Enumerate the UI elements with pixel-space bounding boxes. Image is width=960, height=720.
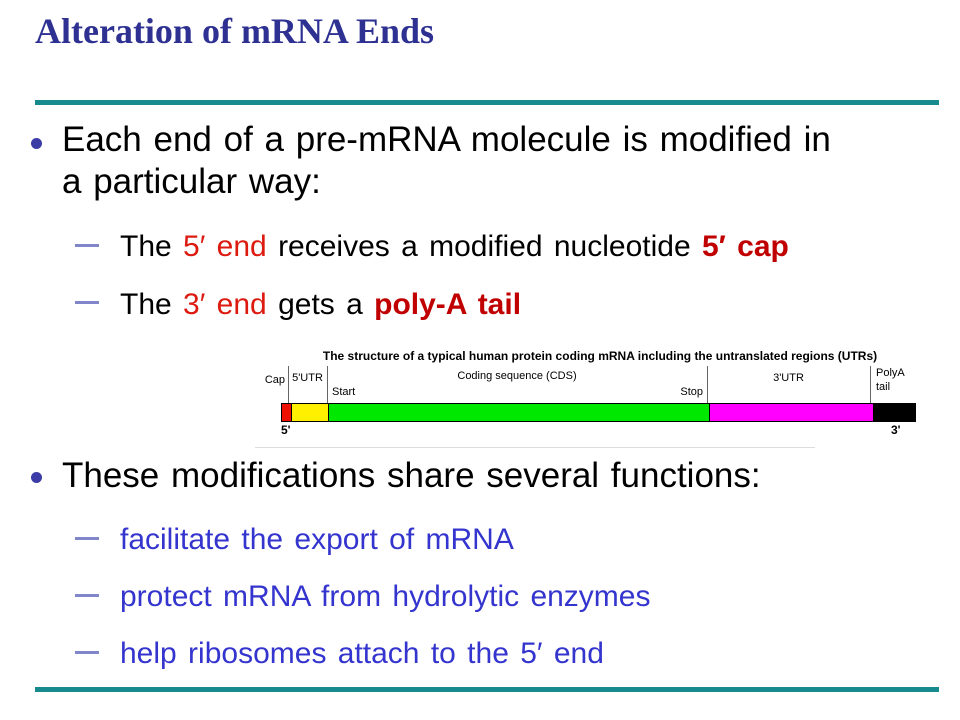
dash-bullet-icon: [75, 537, 99, 540]
label-utr3: 3'UTR: [773, 372, 804, 384]
sub2-seg1: The: [120, 288, 184, 321]
figure-bottom-edge: [255, 447, 815, 448]
label-start: Start: [332, 386, 356, 398]
sub1-seg4-5prime-cap: 5′ cap: [701, 230, 789, 263]
sub1-seg1: The: [120, 230, 184, 263]
boundary-line-polya: [870, 366, 871, 403]
mrna-segment-utr3: [709, 404, 873, 421]
bullet-modifications: These modifications share several functi…: [62, 456, 761, 495]
sub-bullet-5-cap: The 5′ end receives a modified nucleotid…: [120, 229, 960, 265]
label-5prime-end: 5': [281, 423, 291, 437]
label-utr5: 5'UTR: [292, 372, 323, 384]
top-rule-divider: [35, 100, 939, 105]
dash-bullet-icon: [75, 301, 99, 304]
slide-title: Alteration of mRNA Ends: [35, 11, 435, 51]
mrna-bar: [281, 403, 916, 422]
dash-bullet-icon: [75, 594, 99, 597]
mrna-segment-cap: [282, 404, 291, 421]
figure-title: The structure of a typical human protein…: [322, 349, 878, 363]
mrna-structure-figure: The structure of a typical human protein…: [245, 346, 935, 451]
dash-bullet-icon: [75, 651, 99, 654]
label-cap: Cap: [264, 374, 285, 386]
sub1-seg2-5prime-end: 5′ end: [183, 230, 267, 263]
bullet-dot-icon: [31, 138, 42, 149]
label-polya-line2: tail: [876, 381, 891, 393]
label-stop: Stop: [680, 386, 703, 398]
bullet-dot-icon: [31, 472, 42, 483]
mrna-segment-utr5: [291, 404, 328, 421]
boundary-line-cap-utr5: [288, 366, 289, 403]
dash-bullet-icon: [75, 244, 99, 247]
mrna-segment-polya: [873, 404, 915, 421]
sub-bullet-protect: protect mRNA from hydrolytic enzymes: [120, 580, 651, 613]
label-polya-line1: PolyA: [876, 367, 905, 379]
boundary-line-start: [327, 366, 328, 403]
sub-bullet-export: facilitate the export of mRNA: [120, 523, 514, 556]
sub-bullet-polya-tail: The 3′ end gets a poly-A tail: [120, 287, 960, 323]
boundary-line-stop: [707, 366, 708, 403]
label-3prime-end: 3': [891, 423, 901, 437]
sub2-seg2-3prime-end: 3′ end: [183, 288, 267, 321]
sub1-seg3: receives a modified nucleotide: [266, 230, 702, 263]
mrna-segment-cds: [328, 404, 709, 421]
bottom-rule-divider: [35, 687, 939, 692]
sub2-seg4-polya-tail: poly-A tail: [374, 288, 522, 321]
bullet-each-end: Each end of a pre-mRNA molecule is modif…: [62, 120, 831, 201]
sub-bullet-ribosomes: help ribosomes attach to the 5′ end: [120, 637, 604, 670]
sub2-seg3: gets a: [266, 288, 375, 321]
label-cds: Coding sequence (CDS): [457, 370, 577, 382]
